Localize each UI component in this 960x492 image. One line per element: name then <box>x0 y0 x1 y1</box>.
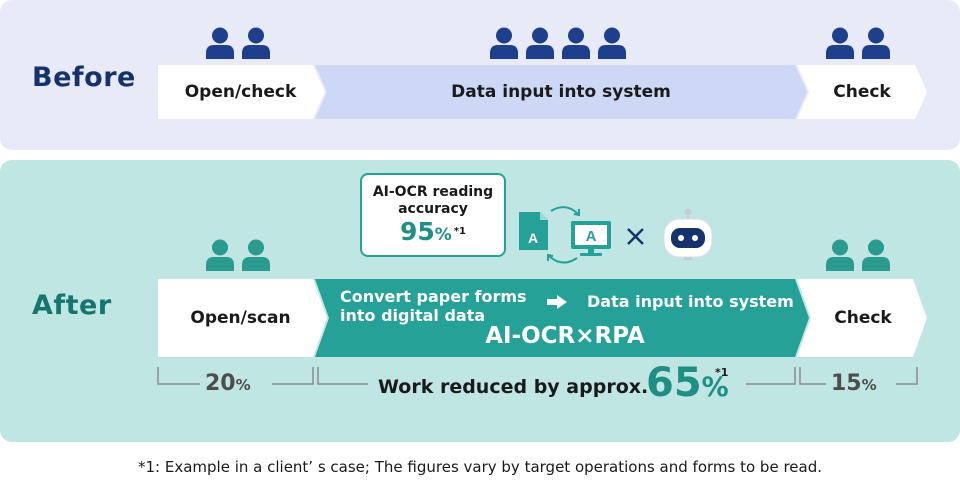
work-reduced-text: Work reduced by approx. <box>378 376 649 398</box>
before-people-check <box>826 27 890 59</box>
person-icon <box>862 27 890 59</box>
callout-value-row: 95%*1 <box>362 219 504 248</box>
person-icon <box>242 27 270 59</box>
before-people-open <box>206 27 270 59</box>
right-arrow-icon <box>547 295 567 309</box>
svg-text:A: A <box>528 230 538 246</box>
person-icon <box>206 27 234 59</box>
person-icon <box>562 27 590 59</box>
robot-icon <box>663 208 713 260</box>
monitor-a-icon: A <box>571 221 611 256</box>
person-icon <box>490 27 518 59</box>
after-people-check <box>826 239 890 271</box>
convert-paper-text: Convert paper forms into digital data <box>340 287 527 325</box>
after-step-open-scan-arrow <box>158 279 327 357</box>
before-step-open-check: Open/check <box>158 65 323 119</box>
open-scan-percent-value: 20 <box>205 371 236 396</box>
work-reduced-note: *1 <box>715 366 729 379</box>
after-step-check-arrow <box>797 279 927 357</box>
after-step-ai-ocr-arrow <box>315 279 809 357</box>
ai-ocr-accuracy-callout: AI-OCR reading accuracy 95%*1 <box>360 173 506 257</box>
check-percent: 15% <box>831 371 877 396</box>
before-people-input <box>490 27 626 59</box>
person-icon <box>826 27 854 59</box>
after-step-check: Check <box>811 279 915 357</box>
open-scan-percent: 20% <box>205 371 251 396</box>
convert-line-2: into digital data <box>340 306 486 325</box>
after-step-open-scan: Open/scan <box>158 279 323 357</box>
before-step-data-input: Data input into system <box>327 65 795 119</box>
svg-text:A: A <box>586 228 597 245</box>
before-step-open-check-arrow <box>158 65 325 119</box>
times-icon <box>627 228 644 245</box>
before-step-data-input-arrow <box>315 65 807 119</box>
before-step-data-input-label: Data input into system <box>451 82 671 102</box>
person-icon <box>526 27 554 59</box>
check-percent-unit: % <box>861 376 877 394</box>
convert-line-1: Convert paper forms <box>340 287 527 306</box>
before-step-open-check-label: Open/check <box>184 82 297 102</box>
check-percent-value: 15 <box>831 371 862 396</box>
callout-value: 95 <box>399 217 435 246</box>
work-reduced-percent: 65% <box>646 360 729 406</box>
callout-unit: % <box>434 225 452 245</box>
callout-note: *1 <box>453 226 467 237</box>
work-reduced-unit: % <box>701 372 729 403</box>
footnote: *1: Example in a client’ s case; The fig… <box>138 458 822 476</box>
refresh-arrows-icon <box>547 206 580 264</box>
person-icon <box>242 239 270 271</box>
before-step-check-label: Check <box>833 82 891 102</box>
ai-ocr-rpa-text: AI-OCR×RPA <box>485 323 645 349</box>
after-label: After <box>32 290 112 321</box>
document-a-icon: A <box>519 212 548 250</box>
before-step-check: Check <box>809 65 915 119</box>
work-reduced-value: 65 <box>646 360 702 406</box>
after-step-check-label: Check <box>834 308 892 328</box>
before-step-check-arrow <box>797 65 927 119</box>
open-scan-percent-unit: % <box>235 376 251 394</box>
callout-line-1: AI-OCR reading <box>372 184 494 200</box>
person-icon <box>206 239 234 271</box>
person-icon <box>826 239 854 271</box>
after-step-open-scan-label: Open/scan <box>190 308 291 328</box>
callout-line-2: accuracy <box>398 201 468 217</box>
data-input-text: Data input into system <box>587 292 794 311</box>
brackets <box>157 367 918 385</box>
after-people-open <box>206 239 270 271</box>
person-icon <box>862 239 890 271</box>
before-label: Before <box>32 62 136 93</box>
person-icon <box>598 27 626 59</box>
